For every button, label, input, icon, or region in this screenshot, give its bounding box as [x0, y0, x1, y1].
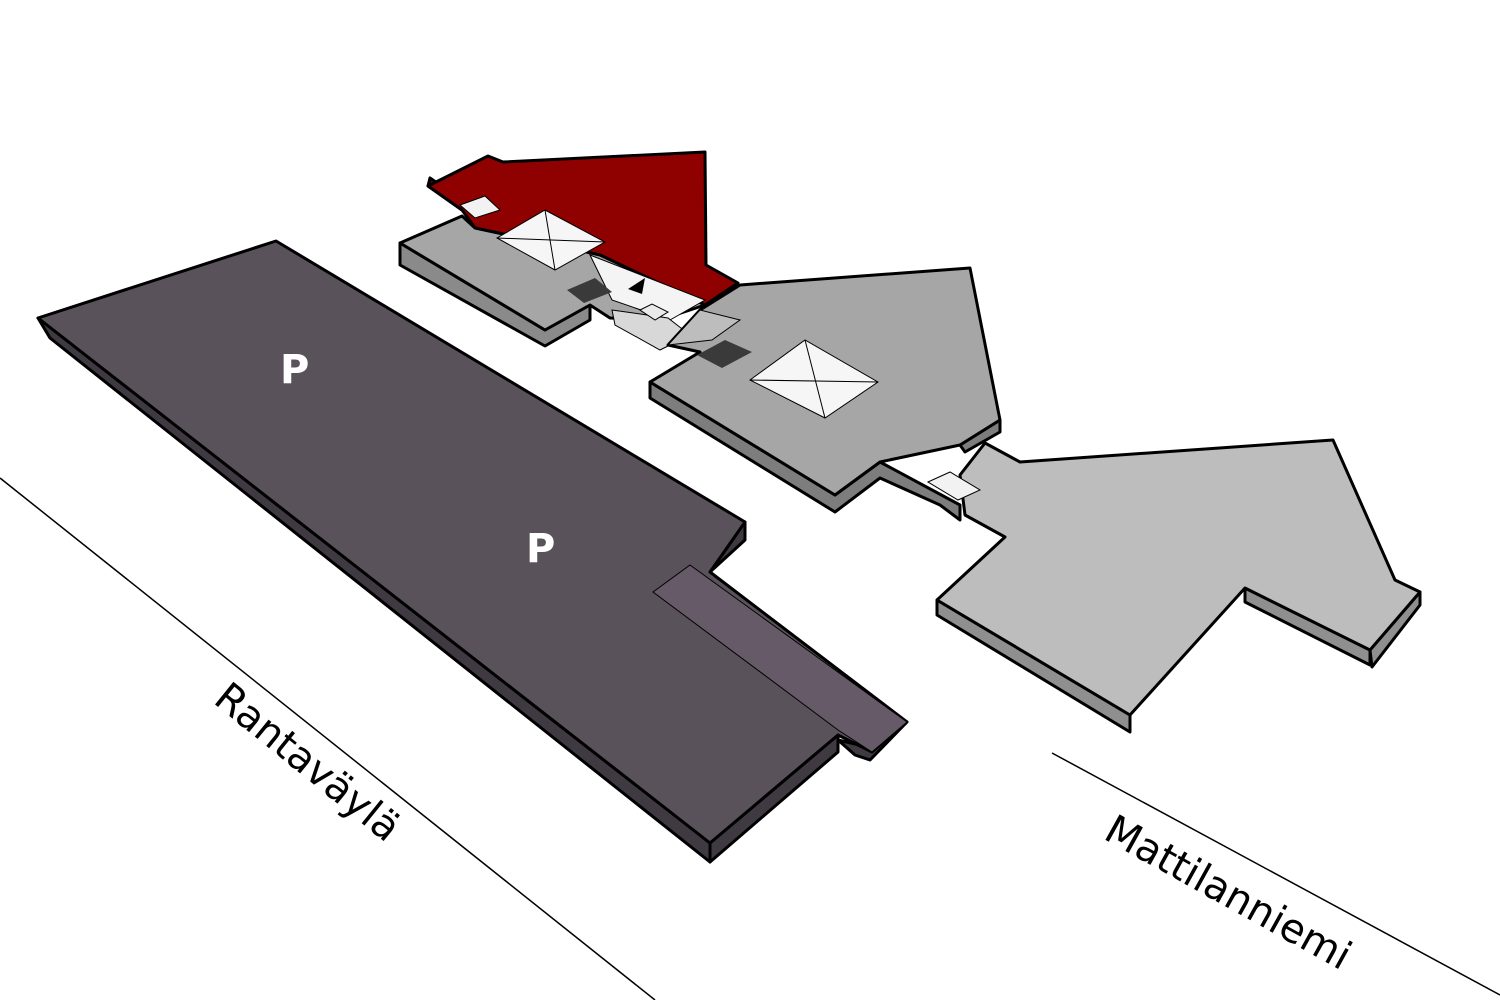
- right-top: [935, 438, 1422, 717]
- location-arrow-icon[interactable]: [628, 278, 645, 294]
- street-label-mattilanniemi: Mattilanniemi: [1097, 807, 1359, 980]
- parking-garage[interactable]: P P: [36, 239, 909, 864]
- building-wing-left[interactable]: [398, 195, 707, 351]
- building-right[interactable]: [926, 438, 1422, 734]
- stairwell-dark: [567, 278, 612, 303]
- skylight-middle: [749, 339, 879, 419]
- parking-label: P: [526, 526, 555, 572]
- connector-top: [666, 309, 742, 346]
- street-line-mattilanniemi: [1051, 752, 1500, 996]
- street-line-rantavayla: [0, 477, 656, 1000]
- parking-label: P: [280, 347, 309, 393]
- street-label-rantavayla: Rantaväylä: [206, 674, 409, 851]
- skylight-left: [495, 209, 607, 271]
- stair-box: [926, 471, 982, 501]
- stair-box: [459, 195, 501, 219]
- elevator-box: [639, 303, 670, 321]
- parking-ramp: [652, 564, 908, 753]
- stairwell-dark: [697, 340, 752, 368]
